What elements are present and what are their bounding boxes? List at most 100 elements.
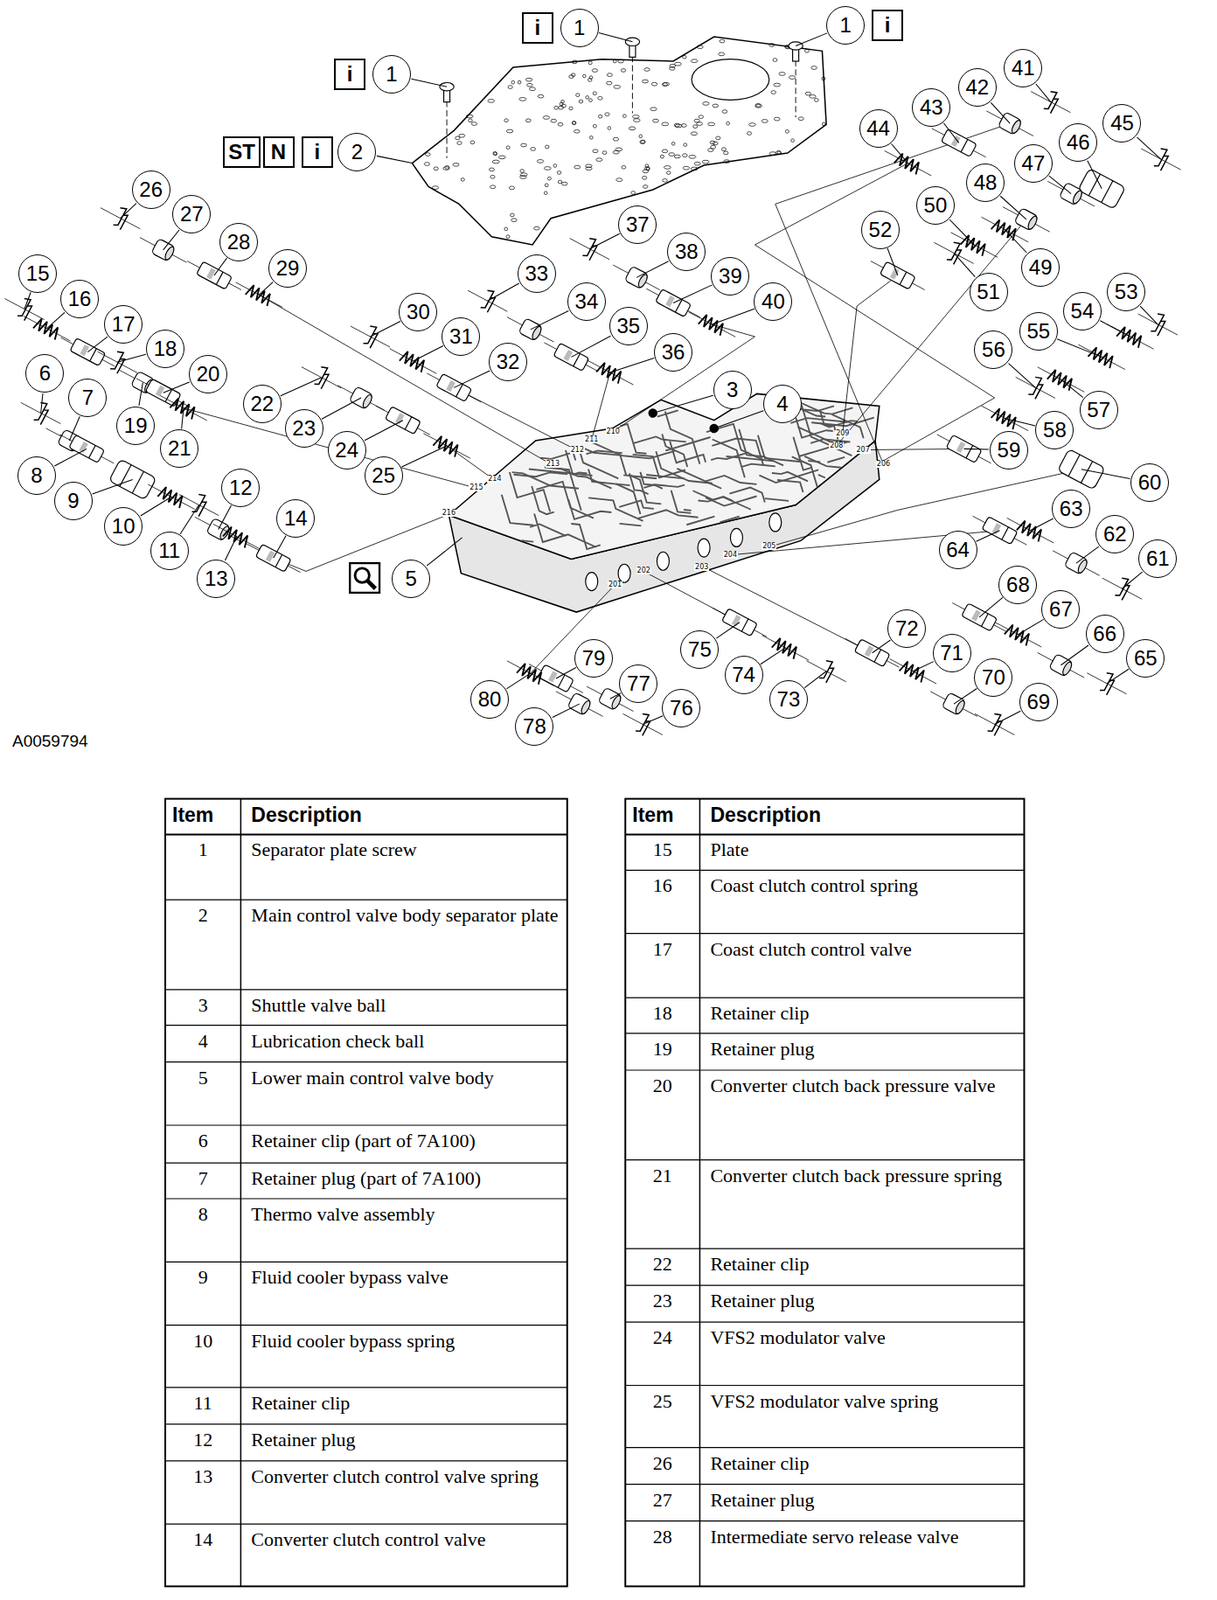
- callout-circle: 47: [1014, 144, 1053, 183]
- callout-circle: 9: [54, 481, 93, 521]
- callout-number: 71: [939, 642, 964, 664]
- part: [969, 509, 1030, 551]
- callout-number: 68: [1006, 574, 1030, 596]
- plate-hole: [691, 59, 770, 101]
- icon-symbol: ST: [228, 141, 256, 163]
- icon-box: ST: [222, 136, 261, 168]
- callout-circle: 60: [1130, 463, 1169, 502]
- callout-circle: 10: [104, 507, 143, 546]
- part: [928, 122, 989, 164]
- table-cell: Retainer plug: [250, 1428, 560, 1452]
- callout-number: 2: [351, 141, 363, 163]
- callout-circle: 23: [285, 409, 324, 448]
- callout-circle: 76: [661, 688, 701, 728]
- callout-circle: 75: [680, 630, 719, 669]
- callout-circle: 65: [1126, 639, 1165, 678]
- icon-box: i: [521, 12, 554, 44]
- callout-number: 33: [524, 263, 549, 285]
- table-header: Item: [632, 803, 700, 828]
- callout-number: 1: [840, 14, 852, 36]
- guide-lines: [183, 123, 1082, 674]
- callout-number: 48: [973, 172, 998, 194]
- icon-box: i: [301, 136, 334, 168]
- callout-circle: 53: [1106, 272, 1146, 312]
- callout-number: 36: [661, 341, 686, 363]
- callout-number: 23: [292, 417, 316, 439]
- callout-number: 72: [895, 618, 919, 640]
- tables: [165, 799, 1024, 1587]
- callout-circle: 18: [146, 329, 185, 369]
- callout-circle: 11: [150, 531, 189, 571]
- callout-circle: 38: [667, 232, 706, 272]
- part: [20, 310, 74, 347]
- callout-number: 76: [669, 697, 694, 719]
- callout-circle: 34: [567, 282, 606, 321]
- callout-circle: 77: [618, 664, 658, 703]
- callout-circle: 15: [18, 254, 57, 293]
- callout-circle: 42: [958, 68, 997, 107]
- callout-circle: 27: [172, 194, 211, 234]
- table-cell: 25: [628, 1390, 696, 1413]
- callout-circle: 51: [969, 272, 1009, 312]
- callout-circle: 80: [470, 680, 509, 719]
- port-number: 216: [441, 509, 457, 517]
- table-cell: Retainer plug (part of 7A100): [250, 1167, 560, 1190]
- callout-circle: 41: [1003, 48, 1043, 88]
- callout-number: 1: [385, 63, 397, 85]
- table-header: Item: [172, 803, 241, 828]
- part: [758, 629, 812, 666]
- port-number: 213: [545, 460, 561, 468]
- figure-id: A0059794: [12, 731, 89, 752]
- callout-circle: 72: [887, 609, 926, 648]
- part: [1082, 662, 1133, 703]
- callout-number: 17: [111, 313, 136, 335]
- callout-number: 22: [250, 393, 275, 415]
- callout-circle: 22: [243, 384, 282, 424]
- callout-circle: 1: [826, 6, 865, 45]
- callout-number: 42: [965, 76, 989, 98]
- callout-circle: 57: [1079, 390, 1119, 430]
- table-cell: Intermediate servo release valve: [709, 1525, 1017, 1549]
- callout-number: 29: [276, 257, 300, 279]
- part: [709, 601, 770, 643]
- callout-number: 80: [478, 688, 502, 710]
- table-cell: Retainer clip (part of 7A100): [250, 1129, 560, 1153]
- callout-number: 20: [196, 363, 221, 385]
- callout-number: 70: [981, 667, 1006, 689]
- table-cell: Converter clutch back pressure spring: [709, 1164, 1017, 1188]
- table-cell: Converter clutch control valve spring: [250, 1465, 560, 1489]
- table-cell: 3: [168, 994, 237, 1017]
- callout-number: 63: [1059, 498, 1084, 520]
- callout-number: 74: [731, 664, 756, 686]
- illustration: [0, 32, 1187, 744]
- callout-number: 37: [625, 214, 650, 236]
- callout-circle: 30: [398, 292, 438, 332]
- callout-number: 13: [204, 568, 229, 590]
- callout-circle: 40: [753, 282, 793, 321]
- table-cell: 9: [168, 1265, 237, 1289]
- callout-number: 73: [777, 688, 801, 710]
- callout-circle: 33: [517, 254, 557, 293]
- callout-circle: 17: [104, 305, 143, 344]
- callout-number: 14: [284, 507, 308, 529]
- callout-number: 79: [582, 647, 606, 669]
- table-cell: Lower main control valve body: [250, 1066, 560, 1090]
- leader-lines: [24, 32, 1162, 724]
- port-number: 207: [855, 446, 870, 454]
- callout-circle: 70: [973, 658, 1013, 697]
- part: [1026, 81, 1077, 122]
- callout-circle: 37: [618, 205, 657, 244]
- callout-circle: 3: [713, 370, 752, 410]
- callout-number: 34: [575, 291, 599, 313]
- table-header: Description: [709, 803, 1017, 828]
- callout-circle: 12: [221, 468, 260, 508]
- table-cell: 20: [628, 1074, 696, 1098]
- callout-number: 4: [776, 393, 788, 415]
- part: [504, 655, 557, 692]
- callout-number: 35: [616, 315, 640, 337]
- callout-number: 60: [1138, 472, 1162, 494]
- port-number: 201: [607, 581, 623, 589]
- table-cell: Thermo valve assembly: [250, 1203, 560, 1226]
- callout-number: 50: [924, 194, 948, 216]
- table-cell: Main control valve body separator plate: [250, 904, 560, 927]
